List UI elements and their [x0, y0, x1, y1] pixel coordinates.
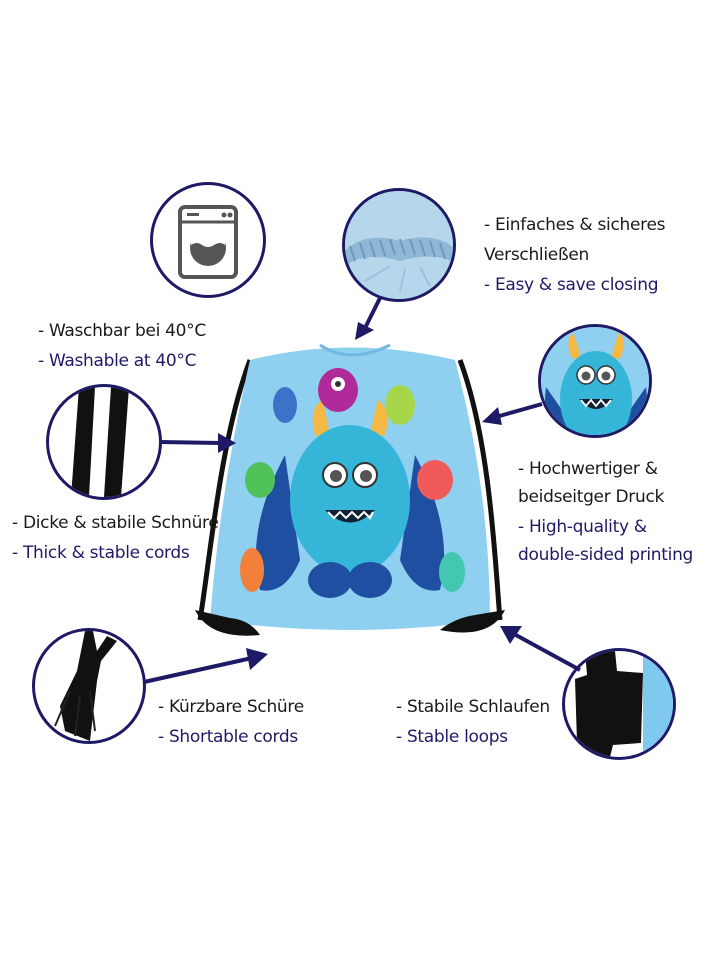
cord-knot-photo	[32, 628, 146, 744]
feature-cords-de: - Dicke & stabile Schnüre	[12, 513, 219, 533]
feature-printing-en-1: - High-quality &	[518, 517, 647, 537]
feature-printing-en-2: double-sided printing	[518, 545, 694, 565]
arrow-to-bag-top	[355, 297, 382, 340]
monster-print-photo	[538, 324, 652, 438]
arrow-to-bag-right	[482, 402, 543, 425]
feature-closing-en: - Easy & save closing	[484, 275, 659, 295]
feature-shortable-de: - Kürzbare Schüre	[158, 697, 304, 717]
washing-machine-icon	[178, 205, 238, 279]
feature-washable-de: - Waschbar bei 40°C	[38, 321, 206, 341]
feature-loops-en: - Stable loops	[396, 727, 508, 747]
washing-machine-icon-circle	[150, 182, 266, 298]
feature-loops-de: - Stabile Schlaufen	[396, 697, 550, 717]
arrow-to-bag-bottom-right	[500, 626, 581, 672]
feature-printing-de-1: - Hochwertiger &	[518, 459, 658, 479]
feature-washable-en: - Washable at 40°C	[38, 351, 197, 371]
arrow-to-bag-left	[160, 433, 236, 453]
feature-closing-de-2: Verschließen	[484, 245, 589, 265]
cords-photo	[46, 384, 162, 500]
arrow-to-bag-bottom-left	[143, 648, 268, 684]
feature-cords-en: - Thick & stable cords	[12, 543, 190, 563]
drawstring-closure-photo	[342, 188, 456, 302]
loop-photo	[562, 648, 676, 760]
feature-closing-de-1: - Einfaches & sicheres	[484, 215, 666, 235]
drawstring-bag-image	[190, 340, 510, 650]
feature-shortable-en: - Shortable cords	[158, 727, 298, 747]
feature-printing-de-2: beidseitger Druck	[518, 487, 665, 507]
